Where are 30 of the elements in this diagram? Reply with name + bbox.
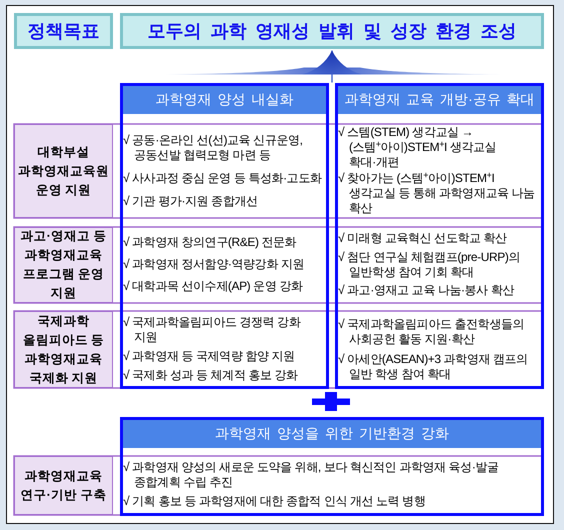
check-item: √ 첨단 연구실 체험캠프(pre-URP)의 일반학생 참여 기회 확대 [338,250,522,280]
check-item: √ 과학영재 창의연구(R&E) 전문화 [123,234,298,250]
column-header: 과학영재 교육 개방·공유 확대 [338,86,541,114]
check-item: √ 미래형 교육혁신 선도학교 확산 [338,231,508,246]
goal-banner: 모두의 과학 영재성 발휘 및 성장 환경 조성 [120,13,544,49]
row-label: 대학부설 과학영재교육원 운영 지원 [14,124,113,218]
row-label: 국제과학 올림피아드 등 과학영재교육 국제화 지원 [14,311,113,388]
check-item: √ 과학영재 양성의 새로운 도약을 위해, 보다 혁신적인 과학영재 육성·발굴 종합계획 수립 추진 [123,460,500,490]
check-item: √ 국제과학올림피아드 출전학생들의 사회공헌 활동 지원·확산 [338,316,526,346]
check-item: √ 국제과학올림피아드 경쟁력 강화 지원 [123,315,302,346]
column-panel [335,83,544,389]
check-item: √ 아세안(ASEAN)+3 과학영재 캠프의 일반 학생 참여 확대 [338,352,529,382]
column-header: 과학영재 양성 내실화 [123,86,326,114]
row-label: 과학영재교육 연구·기반 구축 [14,456,113,515]
row-label: 과고·영재고 등 과학영재교육 프로그램 운영 지원 [14,227,113,303]
check-item: √ 사사과정 중심 운영 등 특성화·고도화 [123,170,323,186]
check-item: √ 기획 홍보 등 과학영재에 대한 종합적 인식 개선 노력 병행 [123,494,426,509]
check-item: √ 공동·온라인 선(선)교육 신규운영, 공동선발 협력모형 마련 등 [123,132,304,162]
check-item: √ 과학영재 정서함양·역량강화 지원 [123,257,306,272]
check-item: √ 과고·영재고 교육 나눔·봉사 확산 [338,283,516,298]
goal-label: 정책목표 [14,13,113,49]
check-item: √ 국제화 성과 등 체계적 홍보 강화 [123,368,299,383]
check-item: √ 스템(STEM) 생각교실 → (스템$^{+}$아이)STEM$^{+}$I 생각교실 확대·개편 [338,125,498,170]
column-panel [120,417,544,516]
check-item: √ 기관 평가·지원 종합개선 [123,194,259,208]
column-header: 과학영재 양성을 위한 기반환경 강화 [123,420,541,448]
check-item: √ 과학영재 등 국제역량 함양 지원 [123,349,296,364]
check-item: √ 대학과목 선이수제(AP) 운영 강화 [123,279,304,294]
column-panel [120,83,329,389]
check-item: √ 찾아가는 (스템$^{+}$아이)STEM$^{+}$I 생각교실 등 통해 과학영재교육 나눔 확산 [338,170,536,216]
